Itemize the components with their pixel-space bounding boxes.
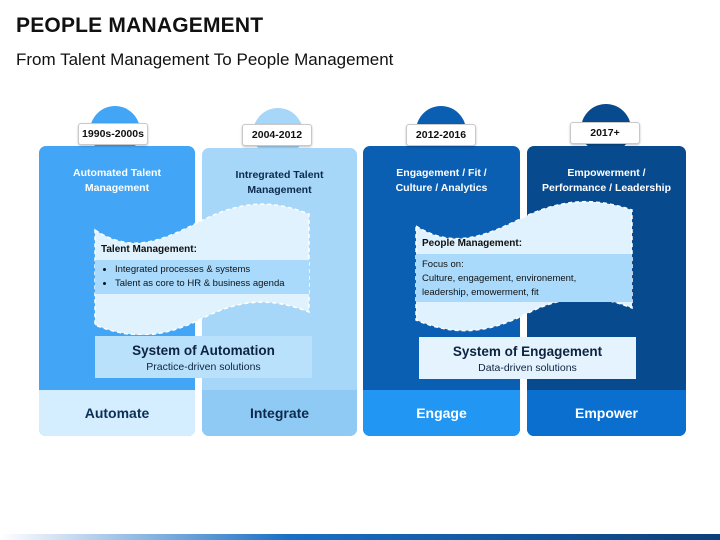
period-label: 2004-2012 bbox=[242, 124, 312, 146]
column-heading: Automated Talent Management bbox=[73, 167, 161, 194]
period-label: 2017+ bbox=[570, 122, 640, 144]
system-of-engagement: System of Engagement Data-driven solutio… bbox=[419, 337, 636, 379]
system-title: System of Engagement bbox=[452, 344, 603, 359]
column-footer: Empower bbox=[527, 390, 686, 436]
column-heading: Intregrated Talent Management bbox=[235, 169, 324, 196]
period-label: 1990s-2000s bbox=[78, 123, 148, 145]
column-footer: Automate bbox=[39, 390, 195, 436]
column-heading: Empowerment / Performance / Leadership bbox=[542, 167, 671, 194]
talent-management-banner: Talent Management: Integrated processes … bbox=[93, 200, 311, 335]
bottom-gradient-bar bbox=[0, 534, 720, 540]
people-management-banner: People Management: Focus on: Culture, en… bbox=[414, 198, 634, 333]
banner-title: Talent Management: bbox=[101, 244, 197, 255]
banner-bullets: Integrated processes & systems Talent as… bbox=[101, 263, 306, 291]
bullet-item: Talent as core to HR & business agenda bbox=[115, 277, 306, 291]
bullet-item: Integrated processes & systems bbox=[115, 263, 306, 277]
banner-title: People Management: bbox=[422, 238, 523, 249]
system-title: System of Automation bbox=[132, 343, 275, 358]
system-subtitle: Data-driven solutions bbox=[478, 362, 577, 374]
banner-line: leadership, emowerment, fit bbox=[422, 287, 539, 298]
banner-line: Culture, engagement, environement, bbox=[422, 273, 577, 284]
wave-banner-shape bbox=[415, 200, 633, 332]
banner-body: Focus on: Culture, engagement, environem… bbox=[422, 258, 627, 300]
page-title: PEOPLE MANAGEMENT bbox=[16, 14, 264, 37]
system-of-automation: System of Automation Practice-driven sol… bbox=[95, 336, 312, 378]
system-subtitle: Practice-driven solutions bbox=[146, 361, 261, 373]
column-footer: Engage bbox=[363, 390, 520, 436]
banner-line: Focus on: bbox=[422, 259, 464, 270]
period-label: 2012-2016 bbox=[406, 124, 476, 146]
column-footer: Integrate bbox=[202, 390, 357, 436]
column-heading: Engagement / Fit / Culture / Analytics bbox=[395, 167, 488, 194]
page-subtitle: From Talent Management To People Managem… bbox=[16, 50, 394, 69]
wave-banner-shape bbox=[94, 203, 310, 335]
